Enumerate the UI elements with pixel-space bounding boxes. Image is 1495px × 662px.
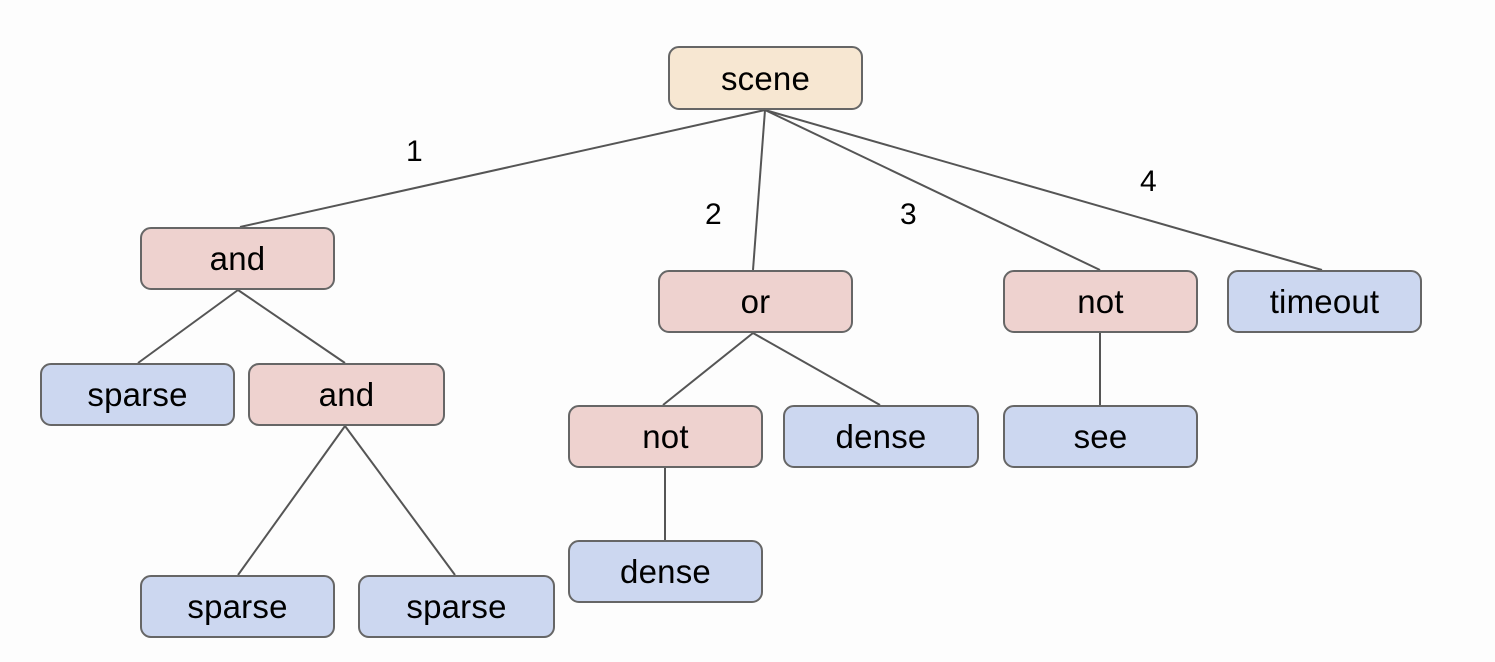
edge-label-4: 4 xyxy=(1140,165,1157,198)
tree-node-sparse1[interactable]: sparse xyxy=(40,363,235,426)
tree-edge xyxy=(752,109,766,271)
tree-node-not1[interactable]: not xyxy=(568,405,763,468)
tree-edge xyxy=(137,289,239,364)
edge-label-1: 1 xyxy=(406,135,423,168)
edge-label-2: 2 xyxy=(705,198,722,231)
tree-edge xyxy=(239,109,766,228)
tree-node-scene[interactable]: scene xyxy=(668,46,863,110)
edge-label-3: 3 xyxy=(900,198,917,231)
tree-edge xyxy=(237,289,346,364)
tree-node-not2[interactable]: not xyxy=(1003,270,1198,333)
tree-edge xyxy=(344,425,456,576)
tree-edge xyxy=(662,332,754,406)
tree-node-and2[interactable]: and xyxy=(248,363,445,426)
tree-node-sparse2[interactable]: sparse xyxy=(140,575,335,638)
tree-edge xyxy=(237,425,346,576)
tree-node-dense1[interactable]: dense xyxy=(783,405,979,468)
tree-edge xyxy=(764,109,1101,271)
tree-node-dense2[interactable]: dense xyxy=(568,540,763,603)
tree-node-timeout1[interactable]: timeout xyxy=(1227,270,1422,333)
tree-node-or1[interactable]: or xyxy=(658,270,853,333)
tree-edge xyxy=(752,332,881,406)
tree-edge xyxy=(764,109,1323,271)
tree-node-see1[interactable]: see xyxy=(1003,405,1198,468)
tree-node-sparse3[interactable]: sparse xyxy=(358,575,555,638)
tree-node-and1[interactable]: and xyxy=(140,227,335,290)
